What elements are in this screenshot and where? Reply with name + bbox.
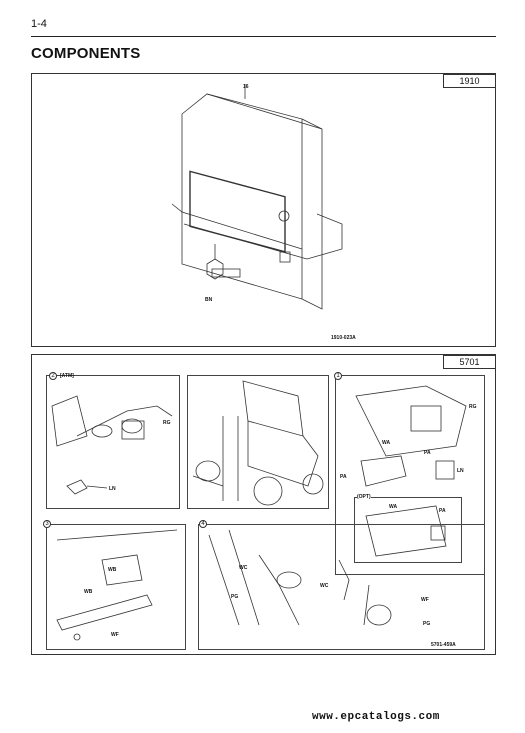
callout-ln: LN (457, 468, 464, 474)
figure-ref-code: 5701-459A (431, 642, 456, 648)
subfigure-forklift (187, 375, 329, 509)
ecu-illustration (171, 84, 343, 310)
callout-wf: WF (111, 632, 119, 638)
callout-rg: RG (163, 420, 171, 426)
relay-illustration (355, 385, 467, 557)
callout-pa: PA (424, 450, 431, 456)
header-rule (31, 36, 496, 37)
callout-wa: WA (382, 440, 391, 446)
callout-wb-2: WB (84, 589, 93, 595)
callout-part-16: 16 (243, 84, 249, 90)
callout-wc-2: WC (320, 583, 329, 589)
bracket-illustration (56, 529, 178, 641)
callout-wb: WB (108, 567, 117, 573)
subfigure-number: 2 (49, 372, 57, 380)
figure-code-tag: 1910 (443, 74, 496, 88)
sensor-illustration (208, 529, 392, 626)
footer-site: www.epcatalogs.com (312, 711, 440, 723)
atm-label: [ATM] (60, 373, 74, 379)
page-title: COMPONENTS (31, 45, 141, 62)
callout-wf: WF (421, 597, 429, 603)
callout-bn: BN (205, 297, 213, 303)
subfigure-number: 1 (334, 372, 342, 380)
callout-pg-2: PG (423, 621, 431, 627)
subfigure-4: 4 WC PG WC WF PG 5701-459A (198, 520, 485, 650)
subfigure-number: 3 (43, 520, 51, 528)
figure-panel-components: 5701 2 [ATM] RG LN (31, 354, 496, 655)
opt-box: (OPT) WA PA (354, 494, 462, 563)
subfigure-3: 3 WB WB WF (43, 520, 186, 650)
callout-pa-2: PA (340, 474, 347, 480)
callout-rg: RG (469, 404, 477, 410)
subfigure-number: 4 (199, 520, 207, 528)
forklift-illustration (192, 380, 324, 506)
callout-pg: PG (231, 594, 239, 600)
callout-wa: WA (389, 504, 398, 510)
callout-ln: LN (109, 486, 116, 492)
figure-panel-ecu: 1910 16 BN 1910-023A (31, 73, 496, 347)
page-number: 1-4 (31, 18, 47, 30)
figure-code-tag-2: 5701 (443, 355, 496, 369)
atm-illustration (51, 395, 173, 495)
callout-pa: PA (439, 508, 446, 514)
subfigure-1: 1 RG WA PA PA LN (OPT) WA PA (334, 372, 485, 575)
opt-label: (OPT) (357, 494, 371, 500)
callout-wc: WC (239, 565, 248, 571)
subfigure-atm: 2 [ATM] RG LN (46, 372, 180, 509)
figure-ref-code: 1910-023A (331, 335, 356, 341)
